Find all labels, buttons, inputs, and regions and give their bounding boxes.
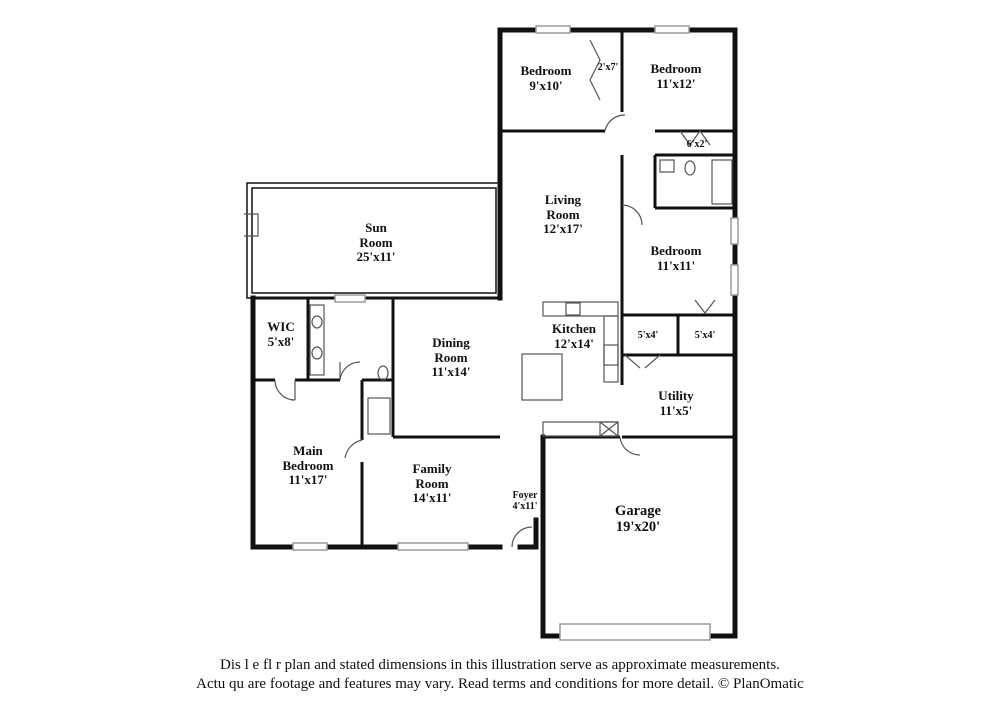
room-dimensions: 19'x20'	[615, 519, 661, 536]
room-label-living: Living Room 12'x17'	[543, 192, 583, 237]
room-dimensions: 9'x10'	[529, 77, 563, 93]
room-name: Family	[412, 461, 452, 476]
room-name: Bedroom	[520, 63, 572, 78]
closet-label-6x2: 6'x2'	[687, 139, 708, 150]
disclaimer: Dis l e fl r plan and stated dimensions …	[0, 656, 1000, 694]
room-dimensions: 14'x11'	[412, 490, 452, 506]
closet-label-2x7: 2'x7'	[598, 62, 619, 73]
room-dimensions: 25'x11'	[356, 249, 396, 265]
room-name: Sun	[365, 220, 387, 235]
room-dimensions: 11'x5'	[659, 402, 693, 418]
room-label-main-bedroom: Main Bedroom 11'x17'	[282, 443, 334, 488]
room-label-garage: Garage 19'x20'	[615, 503, 661, 535]
room-name: Foyer	[512, 490, 538, 501]
room-name: Garage	[615, 503, 661, 519]
room-name: Living	[544, 192, 582, 207]
room-name: Room	[546, 206, 580, 222]
room-name: Bedroom	[282, 457, 334, 473]
room-dimensions: 11'x11'	[656, 257, 696, 273]
room-name: Room	[359, 234, 393, 250]
room-label-kitchen: Kitchen 12'x14'	[551, 321, 597, 351]
closet-label-5x4-a: 5'x4'	[638, 330, 659, 341]
room-dimensions: 12'x14'	[554, 335, 594, 351]
closet-label-5x4-b: 5'x4'	[695, 330, 716, 341]
room-dimensions: 5'x8'	[267, 333, 295, 349]
room-dimensions: 11'x12'	[656, 75, 696, 91]
room-dimensions: 5'x4'	[694, 330, 716, 341]
room-label-foyer: Foyer 4'x11'	[512, 490, 537, 512]
room-name: Room	[434, 349, 468, 365]
room-dimensions: 4'x11'	[512, 501, 538, 513]
room-label-bedroom-a: Bedroom 9'x10'	[520, 63, 572, 93]
interior-walls	[253, 30, 735, 547]
disclaimer-line-1: Dis l e fl r plan and stated dimensions …	[220, 657, 780, 673]
room-name: Room	[415, 475, 449, 491]
room-name: Utility	[658, 388, 694, 403]
room-name: WIC	[267, 319, 295, 334]
bath-fixtures	[309, 159, 733, 435]
room-label-bedroom-b: Bedroom 11'x12'	[650, 61, 702, 91]
room-dimensions: 12'x17'	[543, 221, 583, 237]
room-name: Bedroom	[650, 61, 702, 76]
disclaimer-line-2: Actu qu are footage and features may var…	[196, 676, 804, 692]
room-label-bedroom-c: Bedroom 11'x11'	[650, 243, 702, 273]
room-dimensions: 11'x14'	[431, 364, 471, 380]
room-dimensions: 11'x17'	[288, 472, 328, 488]
doors	[244, 39, 716, 548]
room-name: Bedroom	[650, 243, 702, 258]
room-name: Main	[293, 443, 323, 458]
room-dimensions: 2'x7'	[597, 62, 619, 73]
room-label-sun-room: Sun Room 25'x11'	[356, 220, 396, 265]
room-label-wic: WIC 5'x8'	[267, 319, 295, 349]
room-label-dining: Dining Room 11'x14'	[431, 335, 471, 380]
kitchen-fixtures	[521, 301, 619, 437]
room-name: Kitchen	[551, 321, 597, 336]
room-name: Dining	[432, 335, 470, 350]
room-dimensions: 6'x2'	[686, 139, 708, 150]
room-label-family: Family Room 14'x11'	[412, 461, 452, 506]
floor-plan	[244, 25, 739, 641]
room-dimensions: 5'x4'	[637, 330, 659, 341]
room-label-utility: Utility 11'x5'	[658, 388, 694, 418]
windows	[292, 25, 739, 641]
